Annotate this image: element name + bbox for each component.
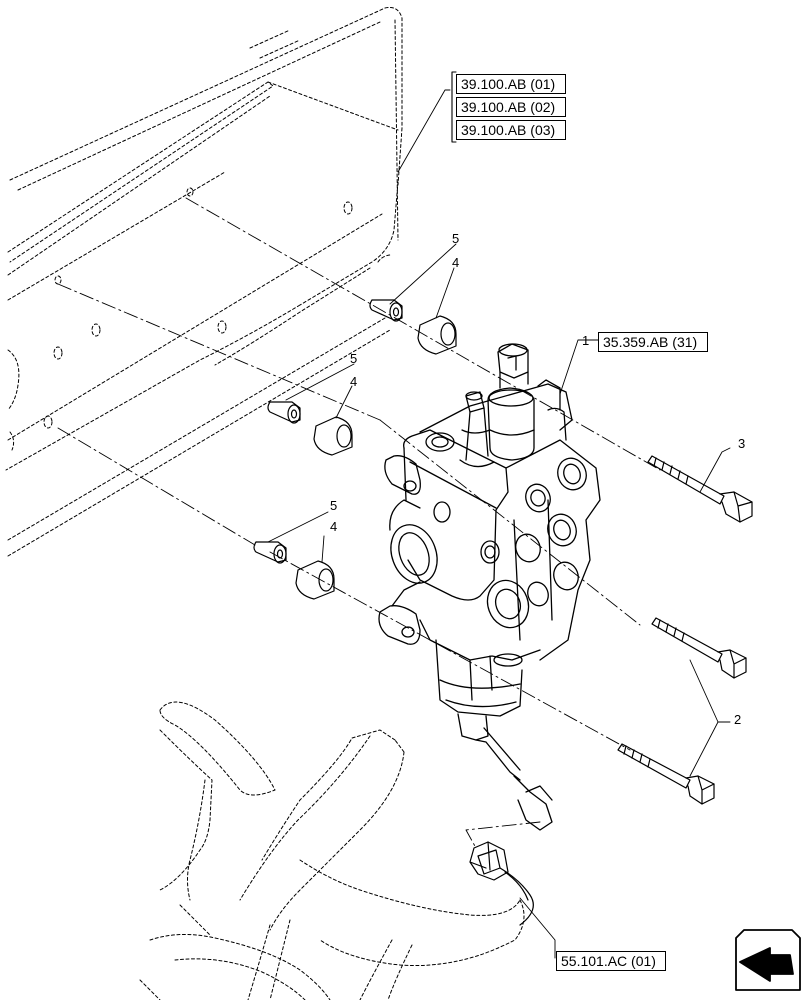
frame-reference-3[interactable]: 39.100.AB (03) bbox=[456, 120, 566, 140]
control-valve bbox=[378, 343, 601, 831]
harness-reference[interactable]: 55.101.AC (01) bbox=[556, 951, 666, 971]
center-lines bbox=[57, 197, 661, 849]
callout-bushing-1: 5 bbox=[452, 231, 460, 246]
frame-reference-1[interactable]: 39.100.AB (01) bbox=[456, 74, 566, 94]
leader-lines bbox=[267, 89, 731, 959]
callout-valve: 1 bbox=[582, 333, 590, 348]
callout-spacer-2: 4 bbox=[350, 374, 358, 389]
reference-bracket bbox=[451, 71, 457, 143]
arrow-back-icon[interactable] bbox=[735, 929, 801, 991]
sensor-connector bbox=[469, 841, 534, 926]
frame-outline bbox=[5, 7, 403, 557]
frame-reference-2[interactable]: 39.100.AB (02) bbox=[456, 97, 566, 117]
callout-bushing-2: 5 bbox=[350, 351, 358, 366]
spacers bbox=[295, 315, 457, 600]
bolt-2-lower bbox=[617, 743, 715, 805]
callout-bushing-3: 5 bbox=[330, 498, 338, 513]
callout-bolt-long: 2 bbox=[734, 712, 742, 727]
bolt-2-upper bbox=[651, 617, 747, 679]
bolt-3 bbox=[647, 455, 753, 523]
harness-outline bbox=[139, 701, 525, 1000]
callout-bolt-short: 3 bbox=[738, 436, 746, 451]
callout-spacer-1: 4 bbox=[452, 255, 460, 270]
valve-reference[interactable]: 35.359.AB (31) bbox=[598, 332, 708, 352]
callout-spacer-3: 4 bbox=[330, 519, 338, 534]
bushings bbox=[253, 299, 403, 564]
